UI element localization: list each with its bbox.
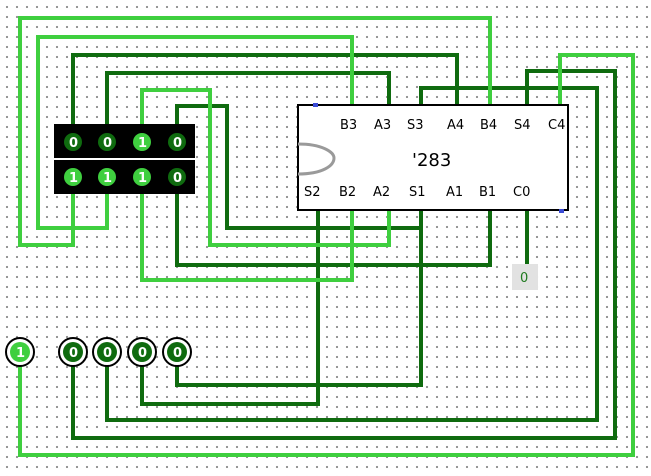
- switch-value: 1: [69, 171, 78, 186]
- switch-value: 0: [173, 171, 182, 186]
- pin-label-s2: S2: [304, 185, 321, 200]
- led-light: [132, 342, 152, 362]
- led-value: 1: [16, 346, 25, 361]
- led-light: [167, 342, 187, 362]
- led-light: [97, 342, 117, 362]
- switch-knob: [133, 133, 151, 151]
- pin-label-a1: A1: [446, 185, 463, 200]
- led-light: [10, 342, 30, 362]
- sum-led-0: 0: [58, 337, 88, 367]
- switch-knob: [64, 133, 82, 151]
- wire-s1: [175, 195, 423, 387]
- chip-corner-marker: [559, 209, 564, 213]
- wire-a1: [175, 178, 492, 267]
- switch-knob: [98, 168, 116, 186]
- pin-label-c4: C4: [548, 118, 565, 133]
- dip-switch-top-2[interactable]: 1: [133, 133, 151, 151]
- led-value: 0: [103, 346, 112, 361]
- pin-label-a2: A2: [373, 185, 390, 200]
- dip-switch-bottom-1[interactable]: 1: [98, 168, 116, 186]
- pin-label-c0: C0: [513, 185, 530, 200]
- switch-value: 1: [103, 171, 112, 186]
- pin-label-b4: B4: [480, 118, 497, 133]
- pin-label-s4: S4: [514, 118, 531, 133]
- carry-in-value: 0: [520, 271, 528, 286]
- pin-label-b2: B2: [339, 185, 356, 200]
- wire-s3-out: [105, 86, 599, 422]
- led-light: [63, 342, 83, 362]
- carry-out-led: 1: [5, 337, 35, 367]
- dip-switch-bottom-3[interactable]: 0: [168, 168, 186, 186]
- carry-in-constant[interactable]: 0: [512, 264, 538, 290]
- switch-knob: [168, 133, 186, 151]
- wire-b4: [71, 53, 459, 131]
- dip-switch-top-1[interactable]: 0: [98, 133, 116, 151]
- dip-switch-top-3[interactable]: 0: [168, 133, 186, 151]
- pin-label-b3: B3: [340, 118, 357, 133]
- pin-label-a4: A4: [447, 118, 464, 133]
- sum-led-2: 0: [127, 337, 157, 367]
- wire-a2-on: [140, 88, 391, 247]
- dip-switch: 0 0 1 0 1 1 1 0: [54, 124, 195, 194]
- chip-notch: [297, 142, 336, 176]
- wire-c4-on: [18, 53, 635, 457]
- output-leds: 1 0 0 0 0: [5, 337, 192, 367]
- chip-body: [297, 104, 569, 211]
- switch-value: 1: [138, 171, 147, 186]
- switch-value: 0: [103, 136, 112, 151]
- wire-s2: [140, 195, 320, 406]
- wire-b4-on: [18, 16, 492, 247]
- carry-in-box: [512, 264, 538, 290]
- chip-corner-marker: [313, 103, 318, 107]
- wires-off: [71, 53, 617, 440]
- dip-switch-divider: [54, 158, 195, 160]
- led-value: 0: [173, 346, 182, 361]
- switch-knob: [64, 168, 82, 186]
- dip-switch-bottom-2[interactable]: 1: [133, 168, 151, 186]
- pin-label-s3: S3: [407, 118, 424, 133]
- dip-switch-top-0[interactable]: 0: [64, 133, 82, 151]
- wire-b2-on: [140, 178, 354, 282]
- wire-s4-out: [71, 69, 617, 440]
- switch-knob: [98, 133, 116, 151]
- switch-knob: [168, 168, 186, 186]
- switch-knob: [133, 168, 151, 186]
- pin-label-a3: A3: [374, 118, 391, 133]
- dip-switch-bottom-0[interactable]: 1: [64, 168, 82, 186]
- pin-label-s1: S1: [409, 185, 426, 200]
- switch-value: 0: [69, 136, 78, 151]
- sum-led-3: 0: [162, 337, 192, 367]
- adder-chip[interactable]: '283 B3 A3 S3 A4 B4 S4 C4 S2 B2 A2 S1 A1…: [297, 103, 569, 213]
- chip-name: '283: [412, 150, 451, 171]
- wires-on: [18, 16, 635, 457]
- wire-a3: [105, 71, 391, 131]
- sum-led-1: 0: [92, 337, 122, 367]
- led-value: 0: [69, 346, 78, 361]
- pin-label-b1: B1: [479, 185, 496, 200]
- switch-value: 1: [138, 136, 147, 151]
- switch-value: 0: [173, 136, 182, 151]
- led-value: 0: [138, 346, 147, 361]
- wire-b3-on: [36, 35, 354, 230]
